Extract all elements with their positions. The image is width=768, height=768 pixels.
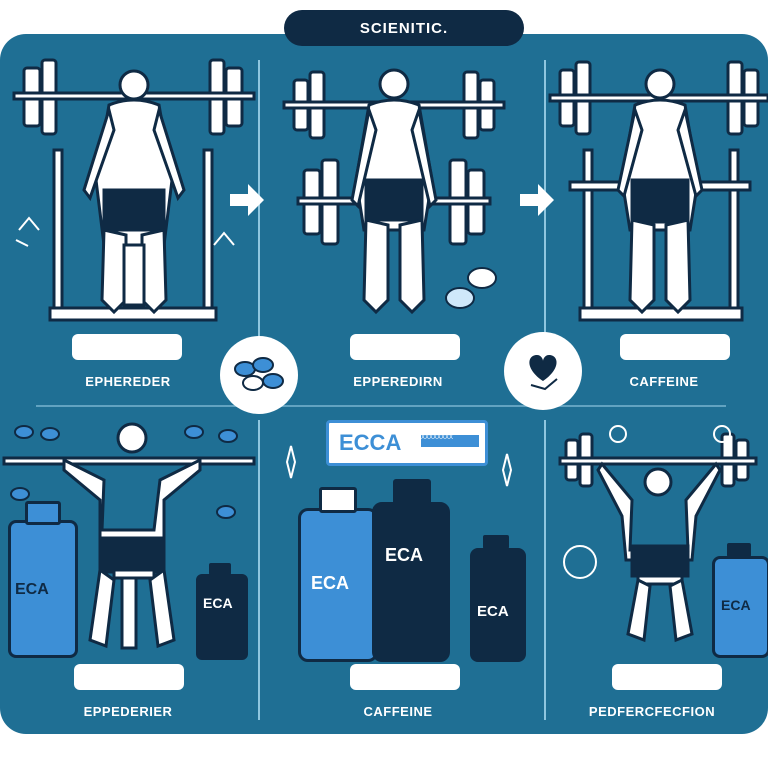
- recycle-icon: [15, 216, 40, 247]
- athlete-press: [558, 425, 758, 643]
- step-caption-1: EPHEREDER: [85, 374, 171, 389]
- sign-title: ECCA: [339, 430, 402, 455]
- step-caption-2: EPPEREDIRN: [353, 374, 443, 389]
- bottom-label-box-1: [74, 664, 184, 690]
- arrow-right-icon: [230, 184, 264, 216]
- divider-vertical-4: [544, 420, 546, 720]
- divider-horizontal: [36, 405, 726, 407]
- bottle-eca-small: ECA: [470, 535, 526, 662]
- pills-badge: [220, 336, 298, 414]
- bottom-caption-1: EPPEDERIER: [83, 704, 173, 719]
- bottle-label: ECA: [311, 573, 350, 593]
- bottle-label: ECA: [385, 545, 424, 565]
- step-caption-3: CAFFEINE: [629, 374, 699, 389]
- bottle-eca-large: ECA: [8, 501, 78, 658]
- pill: [14, 425, 34, 439]
- bottom-caption-3: PEDFERCFECFION: [588, 704, 716, 719]
- pills-icon: [234, 357, 284, 391]
- sparkle-icon: [285, 445, 297, 479]
- bottle-label: ECA: [15, 581, 49, 598]
- bottle-eca-dark: ECA: [196, 563, 248, 660]
- bottle-eca-far-right: ECA: [712, 543, 768, 658]
- athlete-pullup: [2, 422, 256, 650]
- bottle-label: ECA: [203, 595, 233, 611]
- bottom-caption-2: CAFFEINE: [363, 704, 433, 719]
- athlete-deadlift-1: [12, 58, 256, 322]
- bottle-eca-right: ECA: [372, 479, 450, 662]
- athlete-deadlift-3: [548, 60, 768, 322]
- divider-vertical-3: [258, 420, 260, 720]
- step-label-box-3: [620, 334, 730, 360]
- bottom-label-box-2: [350, 664, 460, 690]
- step-label-box-1: [72, 334, 182, 360]
- bottle-label: ECA: [721, 597, 751, 613]
- pill: [467, 267, 497, 289]
- step-label-box-2: [350, 334, 460, 360]
- page-title: SCIENITIC.: [284, 10, 524, 46]
- bottle-label: ECA: [477, 603, 509, 620]
- eca-sign: ECCA XXXXXXXX: [326, 420, 488, 466]
- sparkle-icon: [501, 453, 513, 487]
- bottle-eca-middle: ECA: [298, 487, 378, 662]
- bottom-label-box-3: [612, 664, 722, 690]
- athlete-deadlift-2: [282, 68, 506, 315]
- heart-badge: [504, 332, 582, 410]
- sign-subtext: XXXXXXXX: [421, 435, 479, 447]
- arrow-right-icon: [520, 184, 554, 216]
- heart-icon: [529, 355, 558, 391]
